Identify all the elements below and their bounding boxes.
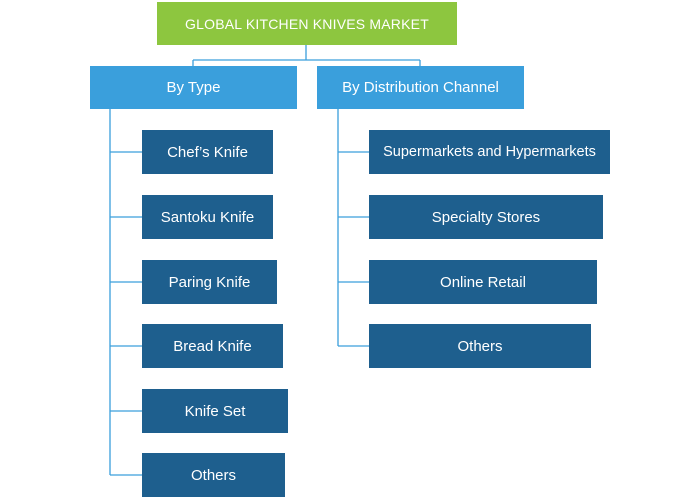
channel-item-others: Others xyxy=(369,324,591,368)
root-title-box: GLOBAL KITCHEN KNIVES MARKET xyxy=(157,2,457,45)
type-item-paring-knife: Paring Knife xyxy=(142,260,277,304)
channel-item-supermarkets: Supermarkets and Hypermarkets xyxy=(369,130,610,174)
type-item-bread-knife: Bread Knife xyxy=(142,324,283,368)
channel-item-online-retail: Online Retail xyxy=(369,260,597,304)
type-item-santoku-knife: Santoku Knife xyxy=(142,195,273,239)
type-item-others: Others xyxy=(142,453,285,497)
type-item-knife-set: Knife Set xyxy=(142,389,288,433)
type-item-chefs-knife: Chef’s Knife xyxy=(142,130,273,174)
category-by-distribution-channel: By Distribution Channel xyxy=(317,66,524,109)
channel-item-specialty-stores: Specialty Stores xyxy=(369,195,603,239)
category-by-type: By Type xyxy=(90,66,297,109)
